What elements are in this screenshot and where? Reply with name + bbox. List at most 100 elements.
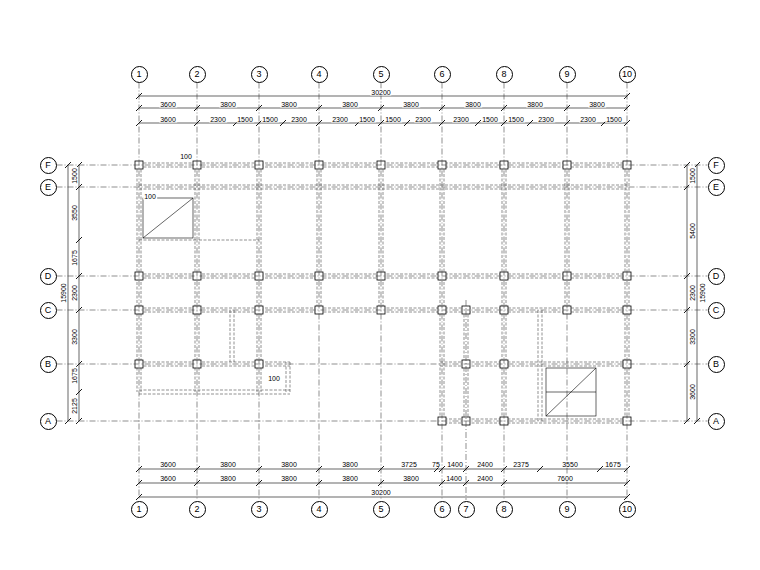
- dimension-text: 3800: [341, 475, 359, 482]
- dimension-text: 1400: [445, 475, 463, 482]
- axis-bubble: 8: [496, 66, 513, 83]
- axis-line: [442, 83, 443, 501]
- dimension-text: 1500: [236, 116, 254, 123]
- dimension-text: 3800: [341, 461, 359, 468]
- dimension-text: 3550: [561, 461, 579, 468]
- dimension-text: 3550: [71, 204, 78, 222]
- dimension-text: 3800: [280, 101, 298, 108]
- axis-line: [57, 165, 708, 166]
- axis-number: 4: [316, 505, 321, 514]
- dimension-text: 3600: [689, 383, 696, 401]
- axis-bubble: D: [708, 268, 725, 285]
- dimension-text: 3800: [280, 475, 298, 482]
- dimension-text: 3800: [402, 475, 420, 482]
- axis-bubble: 8: [496, 501, 513, 518]
- dimension-text: 3800: [464, 101, 482, 108]
- dimension-text: 3800: [526, 101, 544, 108]
- axis-line: [57, 187, 708, 188]
- dimension-text: 1675: [71, 249, 78, 267]
- dimension-text: 3600: [159, 116, 177, 123]
- dimension-text: 1400: [446, 461, 464, 468]
- axis-bubble: A: [708, 413, 725, 430]
- dimension-text: 3800: [219, 475, 237, 482]
- dimension-text: 1500: [689, 167, 696, 185]
- dimension-text: 2300: [579, 116, 597, 123]
- dimension-text: 100: [143, 193, 157, 200]
- axis-number: D: [713, 272, 720, 281]
- axis-bubble: B: [708, 356, 725, 373]
- dimension-text: 3600: [159, 101, 177, 108]
- dimension-text: 15900: [699, 282, 706, 303]
- axis-bubble: 6: [434, 66, 451, 83]
- dimension-text: 30200: [370, 489, 391, 496]
- axis-bubble: 5: [373, 501, 390, 518]
- axis-bubble: C: [708, 302, 725, 319]
- axis-line: [627, 83, 628, 501]
- axis-number: 8: [501, 70, 506, 79]
- axis-number: A: [45, 417, 51, 426]
- axis-number: 6: [439, 505, 444, 514]
- dimension-text: 3600: [159, 475, 177, 482]
- dimension-text: 2300: [414, 116, 432, 123]
- axis-bubble: E: [708, 179, 725, 196]
- axis-line: [57, 276, 708, 277]
- dimension-text: 1500: [384, 116, 402, 123]
- dimension-text: 3800: [402, 101, 420, 108]
- axis-number: 3: [256, 70, 261, 79]
- axis-bubble: 9: [559, 501, 576, 518]
- axis-line: [259, 83, 260, 501]
- axis-bubble: C: [40, 302, 57, 319]
- axis-number: 10: [622, 505, 632, 514]
- axis-number: D: [45, 272, 52, 281]
- axis-number: 1: [136, 505, 141, 514]
- dimension-text: 3600: [159, 461, 177, 468]
- dimension-text: 2400: [476, 461, 494, 468]
- dimension-text: 3800: [280, 461, 298, 468]
- dimension-text: 2300: [331, 116, 349, 123]
- dimension-text: 1500: [481, 116, 499, 123]
- axis-bubble: 4: [311, 66, 328, 83]
- axis-line: [57, 364, 708, 365]
- axis-number: E: [713, 183, 719, 192]
- axis-bubble: 2: [189, 66, 206, 83]
- dimension-text: 2125: [71, 397, 78, 415]
- dimension-text: 3800: [341, 101, 359, 108]
- axis-number: B: [713, 360, 719, 369]
- dimension-text: 1500: [507, 116, 525, 123]
- dimension-text: 2300: [290, 116, 308, 123]
- axis-bubble: F: [40, 157, 57, 174]
- axis-line: [57, 421, 708, 422]
- dimension-text: 15900: [60, 282, 67, 303]
- dimension-text: 2300: [71, 284, 78, 302]
- axis-bubble: 9: [559, 66, 576, 83]
- axis-number: E: [45, 183, 51, 192]
- axis-bubble: F: [708, 157, 725, 174]
- dimension-text: 2300: [537, 116, 555, 123]
- axis-number: C: [713, 306, 720, 315]
- dimension-text: 7600: [556, 475, 574, 482]
- axis-number: 7: [463, 505, 468, 514]
- axis-bubble: 4: [311, 501, 328, 518]
- axis-number: 5: [378, 505, 383, 514]
- axis-number: 8: [501, 505, 506, 514]
- axis-bubble: 10: [619, 66, 636, 83]
- dimension-text: 2375: [512, 461, 530, 468]
- axis-number: 2: [194, 505, 199, 514]
- dimension-text: 1675: [604, 461, 622, 468]
- dimension-text: 5400: [689, 222, 696, 240]
- dimension-text: 3725: [400, 461, 418, 468]
- dimension-text: 2400: [476, 475, 494, 482]
- dimension-text: 2300: [689, 284, 696, 302]
- axis-line: [567, 83, 568, 501]
- axis-bubble: 6: [434, 501, 451, 518]
- axis-line: [319, 83, 320, 501]
- axis-bubble: 10: [619, 501, 636, 518]
- axis-bubble: 1: [131, 66, 148, 83]
- axis-number: 9: [564, 505, 569, 514]
- axis-number: B: [45, 360, 51, 369]
- dimension-text: 3300: [71, 328, 78, 346]
- axis-number: 5: [378, 70, 383, 79]
